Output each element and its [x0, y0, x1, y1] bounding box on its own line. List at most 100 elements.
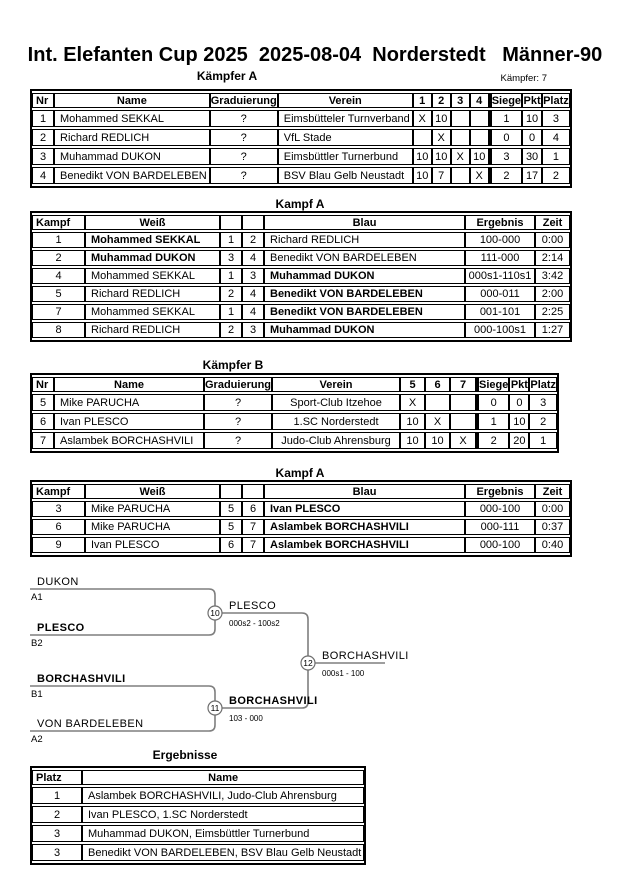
blue-fighter: Aslambek BORCHASHVILI: [264, 537, 465, 553]
match-circle-12: [300, 655, 316, 671]
fighter-row: 3 Muhammad DUKON ? Eimsbüttler Turnerbun…: [32, 148, 570, 165]
col-header: 3: [450, 93, 470, 108]
blue-nr: 6: [242, 501, 264, 517]
white-fighter: Mohammed SEKKAL: [85, 268, 220, 284]
fight-row: 2 Muhammad DUKON 3 4 Benedikt VON BARDEL…: [32, 250, 570, 266]
col-header: 7: [450, 377, 477, 392]
bracket-line-b2: [30, 620, 216, 636]
match-circle-11: [207, 700, 223, 716]
match-circle-10: [207, 605, 223, 621]
result-mark: X: [431, 129, 451, 146]
bracket-entrant-name: BORCHASHVILI: [37, 673, 126, 685]
fight-nr: 9: [32, 537, 85, 553]
table-header-row: Platz Name: [32, 770, 365, 785]
white-nr: 2: [220, 322, 242, 338]
col-header: Verein: [277, 93, 413, 108]
result-name: Muhammad DUKON, Eimsbüttler Turnerbund: [82, 825, 365, 842]
fighter-grade: ?: [204, 432, 273, 449]
blue-nr: 4: [242, 250, 264, 266]
col-header: Zeit: [535, 484, 570, 499]
fighter-grade: ?: [209, 167, 278, 184]
fighter-nr: 3: [32, 148, 54, 165]
result-mark: 10: [431, 110, 451, 127]
fighter-name: Ivan PLESCO: [54, 413, 204, 430]
fighter-points: 10: [509, 413, 530, 430]
fighter-name: Mike PARUCHA: [54, 394, 204, 411]
white-nr: 3: [220, 250, 242, 266]
white-fighter: Richard REDLICH: [85, 286, 220, 302]
fighter-name: Richard REDLICH: [54, 129, 210, 146]
fighter-points: 0: [509, 394, 530, 411]
bracket-line-b1: [30, 685, 216, 701]
fighter-points: 10: [522, 110, 543, 127]
match-winner-name: PLESCO: [229, 600, 276, 612]
fighter-name: Aslambek BORCHASHVILI: [54, 432, 204, 449]
blue-nr: 7: [242, 519, 264, 535]
result-mark: X: [412, 110, 432, 127]
fighter-row: 6 Ivan PLESCO ? 1.SC Norderstedt 10 X 1 …: [32, 413, 558, 430]
final-bracket: 10 11 12 DUKON A1 PLESCO B2 PLESCO 000s2…: [30, 576, 408, 745]
fighter-club: Sport-Club Itzehoe: [272, 394, 401, 411]
fighter-grade: ?: [209, 129, 278, 146]
result-mark: X: [450, 148, 470, 165]
col-header: Pkt: [522, 93, 543, 108]
blue-fighter: Muhammad DUKON: [264, 268, 465, 284]
fighter-count-label: Kämpfer: 7: [500, 73, 547, 84]
fights-b-table: Kampf Weiß Blau Ergebnis Zeit 3 Mike PAR…: [30, 480, 572, 557]
white-nr: 1: [220, 232, 242, 248]
fighter-grade: ?: [209, 110, 278, 127]
result-mark: [450, 413, 477, 430]
fighter-club: Eimsbütteler Turnverband: [277, 110, 413, 127]
col-header: 4: [469, 93, 489, 108]
fighter-name: Benedikt VON BARDELEBEN: [54, 167, 210, 184]
col-header: Siege: [476, 377, 510, 392]
white-nr: 5: [220, 519, 242, 535]
result-place: 1: [32, 787, 82, 804]
fight-nr: 4: [32, 268, 85, 284]
fight-row: 1 Mohammed SEKKAL 1 2 Richard REDLICH 10…: [32, 232, 570, 248]
fighter-name: Mohammed SEKKAL: [54, 110, 210, 127]
bracket-entrant-name: VON BARDELEBEN: [37, 718, 143, 730]
result-mark: [450, 129, 470, 146]
fight-time: 0:37: [535, 519, 570, 535]
fighter-wins: 1: [476, 413, 510, 430]
white-fighter: Mike PARUCHA: [85, 519, 220, 535]
blue-nr: 2: [242, 232, 264, 248]
col-header: Graduierung: [209, 93, 278, 108]
fight-row: 8 Richard REDLICH 2 3 Muhammad DUKON 000…: [32, 322, 570, 338]
fighter-place: 2: [542, 167, 570, 184]
col-header: Nr: [32, 377, 54, 392]
bracket-line-a2: [30, 715, 216, 732]
col-header: [220, 484, 242, 499]
blue-fighter: Benedikt VON BARDELEBEN: [264, 286, 465, 302]
col-header: Name: [82, 770, 365, 785]
bracket-seed-label: A2: [31, 734, 43, 745]
col-header: Name: [54, 93, 210, 108]
fighter-nr: 6: [32, 413, 54, 430]
fighter-club: Judo-Club Ahrensburg: [272, 432, 401, 449]
fighter-row: 2 Richard REDLICH ? VfL Stade X 0 0 4: [32, 129, 570, 146]
col-header: Blau: [264, 215, 465, 230]
fight-nr: 1: [32, 232, 85, 248]
results-table: Platz Name 1 Aslambek BORCHASHVILI, Judo…: [30, 766, 367, 865]
col-header: Platz: [542, 93, 570, 108]
fight-time: 2:00: [535, 286, 570, 302]
result-mark: X: [450, 432, 477, 449]
result-mark: [450, 394, 477, 411]
bracket-seed-label: B2: [31, 638, 43, 649]
white-fighter: Ivan PLESCO: [85, 537, 220, 553]
result-name: Benedikt VON BARDELEBEN, BSV Blau Gelb N…: [82, 844, 365, 861]
match-number: 10: [210, 608, 220, 618]
blue-nr: 3: [242, 268, 264, 284]
fight-row: 5 Richard REDLICH 2 4 Benedikt VON BARDE…: [32, 286, 570, 302]
match-result: 103 - 000: [229, 714, 263, 723]
col-header: 6: [425, 377, 451, 392]
fight-nr: 6: [32, 519, 85, 535]
bracket-seed-label: B1: [31, 689, 43, 700]
col-header: Platz: [529, 377, 558, 392]
fight-row: 9 Ivan PLESCO 6 7 Aslambek BORCHASHVILI …: [32, 537, 570, 553]
result-name: Aslambek BORCHASHVILI, Judo-Club Ahrensb…: [82, 787, 365, 804]
fighter-row: 1 Mohammed SEKKAL ? Eimsbütteler Turnver…: [32, 110, 570, 127]
result-place: 3: [32, 825, 82, 842]
col-header: Blau: [264, 484, 465, 499]
